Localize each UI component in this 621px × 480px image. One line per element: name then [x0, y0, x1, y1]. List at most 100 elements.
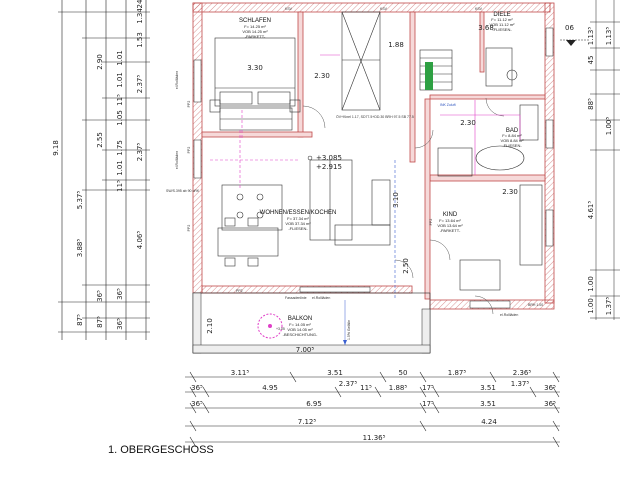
svg-text:3.30: 3.30	[247, 64, 263, 72]
room-balkon: BALKON F= 14.05 m² VOB 14.05 m² -BESCHIC…	[276, 316, 318, 337]
dim-left: 36⁵	[96, 290, 104, 302]
svg-text:3.68: 3.68	[478, 24, 494, 32]
dim-bottom: 6.95	[306, 400, 322, 408]
dim-left: 1.53	[136, 32, 144, 48]
bottom-dimensions	[185, 371, 560, 448]
dim-bottom: 1.87⁵	[448, 369, 467, 377]
dim-bottom: 17⁵	[422, 384, 434, 392]
right-dimensions	[590, 0, 620, 320]
dim-bottom: 4.24	[481, 418, 497, 426]
svg-text:WOHNEN/ESSEN/KOCHEN: WOHNEN/ESSEN/KOCHEN	[260, 210, 337, 216]
svg-text:3.10: 3.10	[392, 192, 400, 208]
dim-right: 1.13⁵	[587, 27, 595, 46]
balcony	[192, 292, 431, 354]
gefaelle-label: 1.5% Gefälle	[347, 320, 351, 340]
furniture	[209, 11, 543, 291]
dimension-note: ÖV+Kinel 1.17, SD77.5+DD.30 BRH 97.5 SB …	[336, 115, 414, 119]
svg-text:-FLIESEN-: -FLIESEN-	[492, 27, 512, 32]
svg-text:-BESCHICHTUNG-: -BESCHICHTUNG-	[283, 332, 318, 337]
dim-bottom: 1.37⁵	[511, 380, 530, 388]
ksv-label: KSV	[475, 7, 483, 11]
svg-text:+3.05: +3.05	[276, 327, 285, 331]
left-dimensions	[58, 0, 150, 340]
washbasin	[519, 104, 539, 141]
dim-bottom: 17⁵	[422, 400, 434, 408]
dim-left: 4.06⁵	[136, 231, 144, 250]
dim-left: 11⁵	[116, 94, 124, 106]
shower	[475, 145, 525, 171]
room-kind: KIND F= 13.64 m² VOB 13.64 m² -PARKETT- …	[437, 188, 517, 233]
dim-left: 2.37⁵	[136, 75, 144, 94]
dim-right: 1.37⁵	[605, 297, 613, 316]
kitchen-counter	[309, 159, 353, 241]
room-bad: BAD F= 8.84 m² VOB 8.84 m² -FLIESEN- 2.3…	[460, 119, 524, 148]
dim-left: 24	[136, 0, 144, 8]
brh-label: BRH 1.00	[528, 303, 543, 307]
dim-left: 1.01	[116, 50, 124, 66]
dim-bottom: 3.51	[327, 369, 343, 377]
wardrobe	[341, 11, 381, 111]
svg-text:-FLIESEN-: -FLIESEN-	[288, 226, 308, 231]
room-diele: DIELE F= 11.12 m² VOB 11.12 m² -FLIESEN-…	[388, 12, 515, 49]
balkon-dim: 2.10	[206, 318, 214, 334]
svg-text:SCHLAFEN: SCHLAFEN	[239, 18, 271, 24]
svg-text:+2.915: +2.915	[316, 163, 342, 171]
svg-text:2.30: 2.30	[502, 188, 518, 196]
dim-left: 36⁵	[116, 318, 124, 330]
dim-right: 45	[587, 56, 595, 65]
svg-text:-PARKETT-: -PARKETT-	[245, 34, 266, 39]
dim-left: 2.90	[96, 54, 104, 70]
rollladen-label: el.Rollläden	[312, 296, 330, 300]
svg-text:F= 14.25 m²: F= 14.25 m²	[244, 24, 266, 29]
svg-text:VOB 8.84 m²: VOB 8.84 m²	[500, 138, 524, 143]
pp-label: PP2	[429, 219, 433, 226]
dim-left: 87⁵	[96, 316, 104, 328]
svg-text:-PARKETT-: -PARKETT-	[440, 228, 461, 233]
svg-text:VOB 14.25 m²: VOB 14.25 m²	[242, 29, 268, 34]
svg-text:VOB 11.12 m²: VOB 11.12 m²	[489, 22, 515, 27]
balkon-dim: 7.00⁵	[296, 346, 315, 354]
dim-right: 88⁵	[587, 98, 595, 110]
doors	[302, 97, 505, 315]
dim-left: 1.01	[116, 160, 124, 176]
pp-label: PP2	[236, 289, 243, 293]
svg-text:BALKON: BALKON	[288, 316, 312, 322]
rollladen-label: el.Rollläden	[175, 71, 179, 89]
dim-bottom: 11.36⁵	[363, 434, 386, 442]
svg-text:VOB 14.05 m²: VOB 14.05 m²	[287, 327, 313, 332]
svg-text:VOB 13.64 m²: VOB 13.64 m²	[437, 223, 463, 228]
dim-outer-left: 9.18	[52, 140, 60, 156]
dim-bottom: 3.51	[480, 384, 496, 392]
dim-bottom: 36⁵	[544, 400, 556, 408]
room-wohnen: WOHNEN/ESSEN/KOCHEN F= 37.34 m² VOB 37.3…	[260, 154, 410, 274]
svg-text:F= 13.64 m²: F= 13.64 m²	[439, 218, 461, 223]
dim-left: 3.88⁵	[76, 239, 84, 258]
green-marker	[425, 62, 433, 90]
dim-left: 1.01	[116, 72, 124, 88]
corner-label: 06	[565, 24, 574, 32]
dim-bottom: 50	[399, 369, 408, 377]
north-arrow-icon	[566, 40, 576, 46]
fassade-label: Fassadenlinie	[285, 296, 307, 300]
bed	[214, 37, 296, 107]
svg-text:DIELE: DIELE	[493, 12, 510, 18]
ksv-label: KSV	[285, 7, 293, 11]
dim-bottom: 3.51	[480, 400, 496, 408]
dim-bottom: 4.95	[262, 384, 278, 392]
dim-left: 2.55	[96, 132, 104, 148]
pp-label: PP2	[187, 147, 191, 154]
svg-text:VOB 37.34 m²: VOB 37.34 m²	[285, 221, 311, 226]
svg-text:+3.085: +3.085	[316, 154, 342, 162]
svg-text:F= 8.84 m²: F= 8.84 m²	[502, 133, 522, 138]
svg-text:2.30: 2.30	[314, 72, 330, 80]
dim-right: 1.00	[587, 276, 595, 292]
svg-text:-FLIESEN-: -FLIESEN-	[502, 143, 522, 148]
dim-bottom: 1.88⁵	[389, 384, 408, 392]
installation-lines	[210, 54, 521, 300]
dim-right: 1.13⁵	[605, 27, 613, 46]
dim-left: 87⁵	[76, 314, 84, 326]
couch	[371, 179, 391, 226]
pp-label: PP2	[187, 225, 191, 232]
dim-left: 36⁵	[116, 288, 124, 300]
